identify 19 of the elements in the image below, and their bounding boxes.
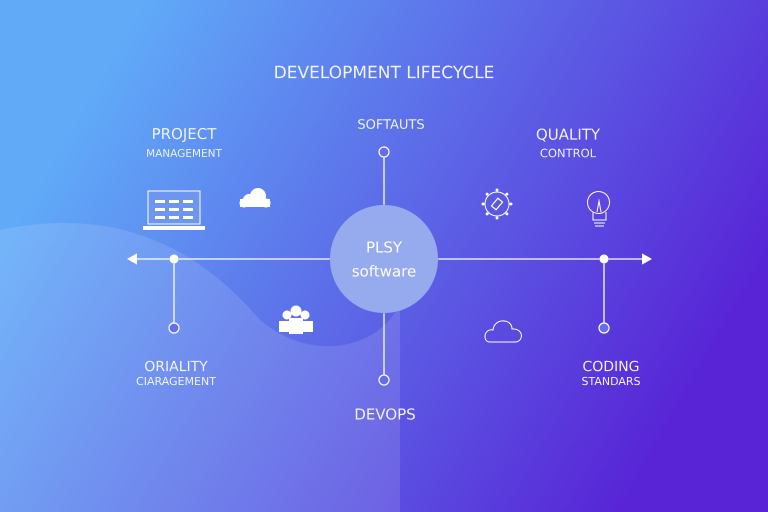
- endpoint-circle: [378, 146, 390, 158]
- subheading-label: CONTROL: [540, 148, 596, 158]
- title: DEVELOPMENT LIFECYCLE: [275, 66, 494, 78]
- junction-dot: [170, 254, 178, 264]
- endpoint-circle: [378, 374, 390, 386]
- subheading-label: MANAGEMENT: [147, 149, 222, 157]
- heading-label: QUALITY: [536, 128, 600, 142]
- endpoint-circle: [168, 322, 180, 334]
- subheading-label: STANDARS: [582, 376, 640, 386]
- endpoint-circle: [598, 322, 610, 334]
- connector-line: [383, 313, 385, 374]
- connector-line: [603, 264, 605, 322]
- connector-line: [383, 158, 385, 205]
- connector-line: [173, 264, 175, 322]
- connector-line: [178, 258, 330, 260]
- heading-label: PROJECT: [153, 128, 216, 142]
- connector-line: [438, 258, 600, 260]
- subheading-label: CIARAGEMENT: [136, 376, 216, 386]
- junction-dot: [600, 254, 608, 264]
